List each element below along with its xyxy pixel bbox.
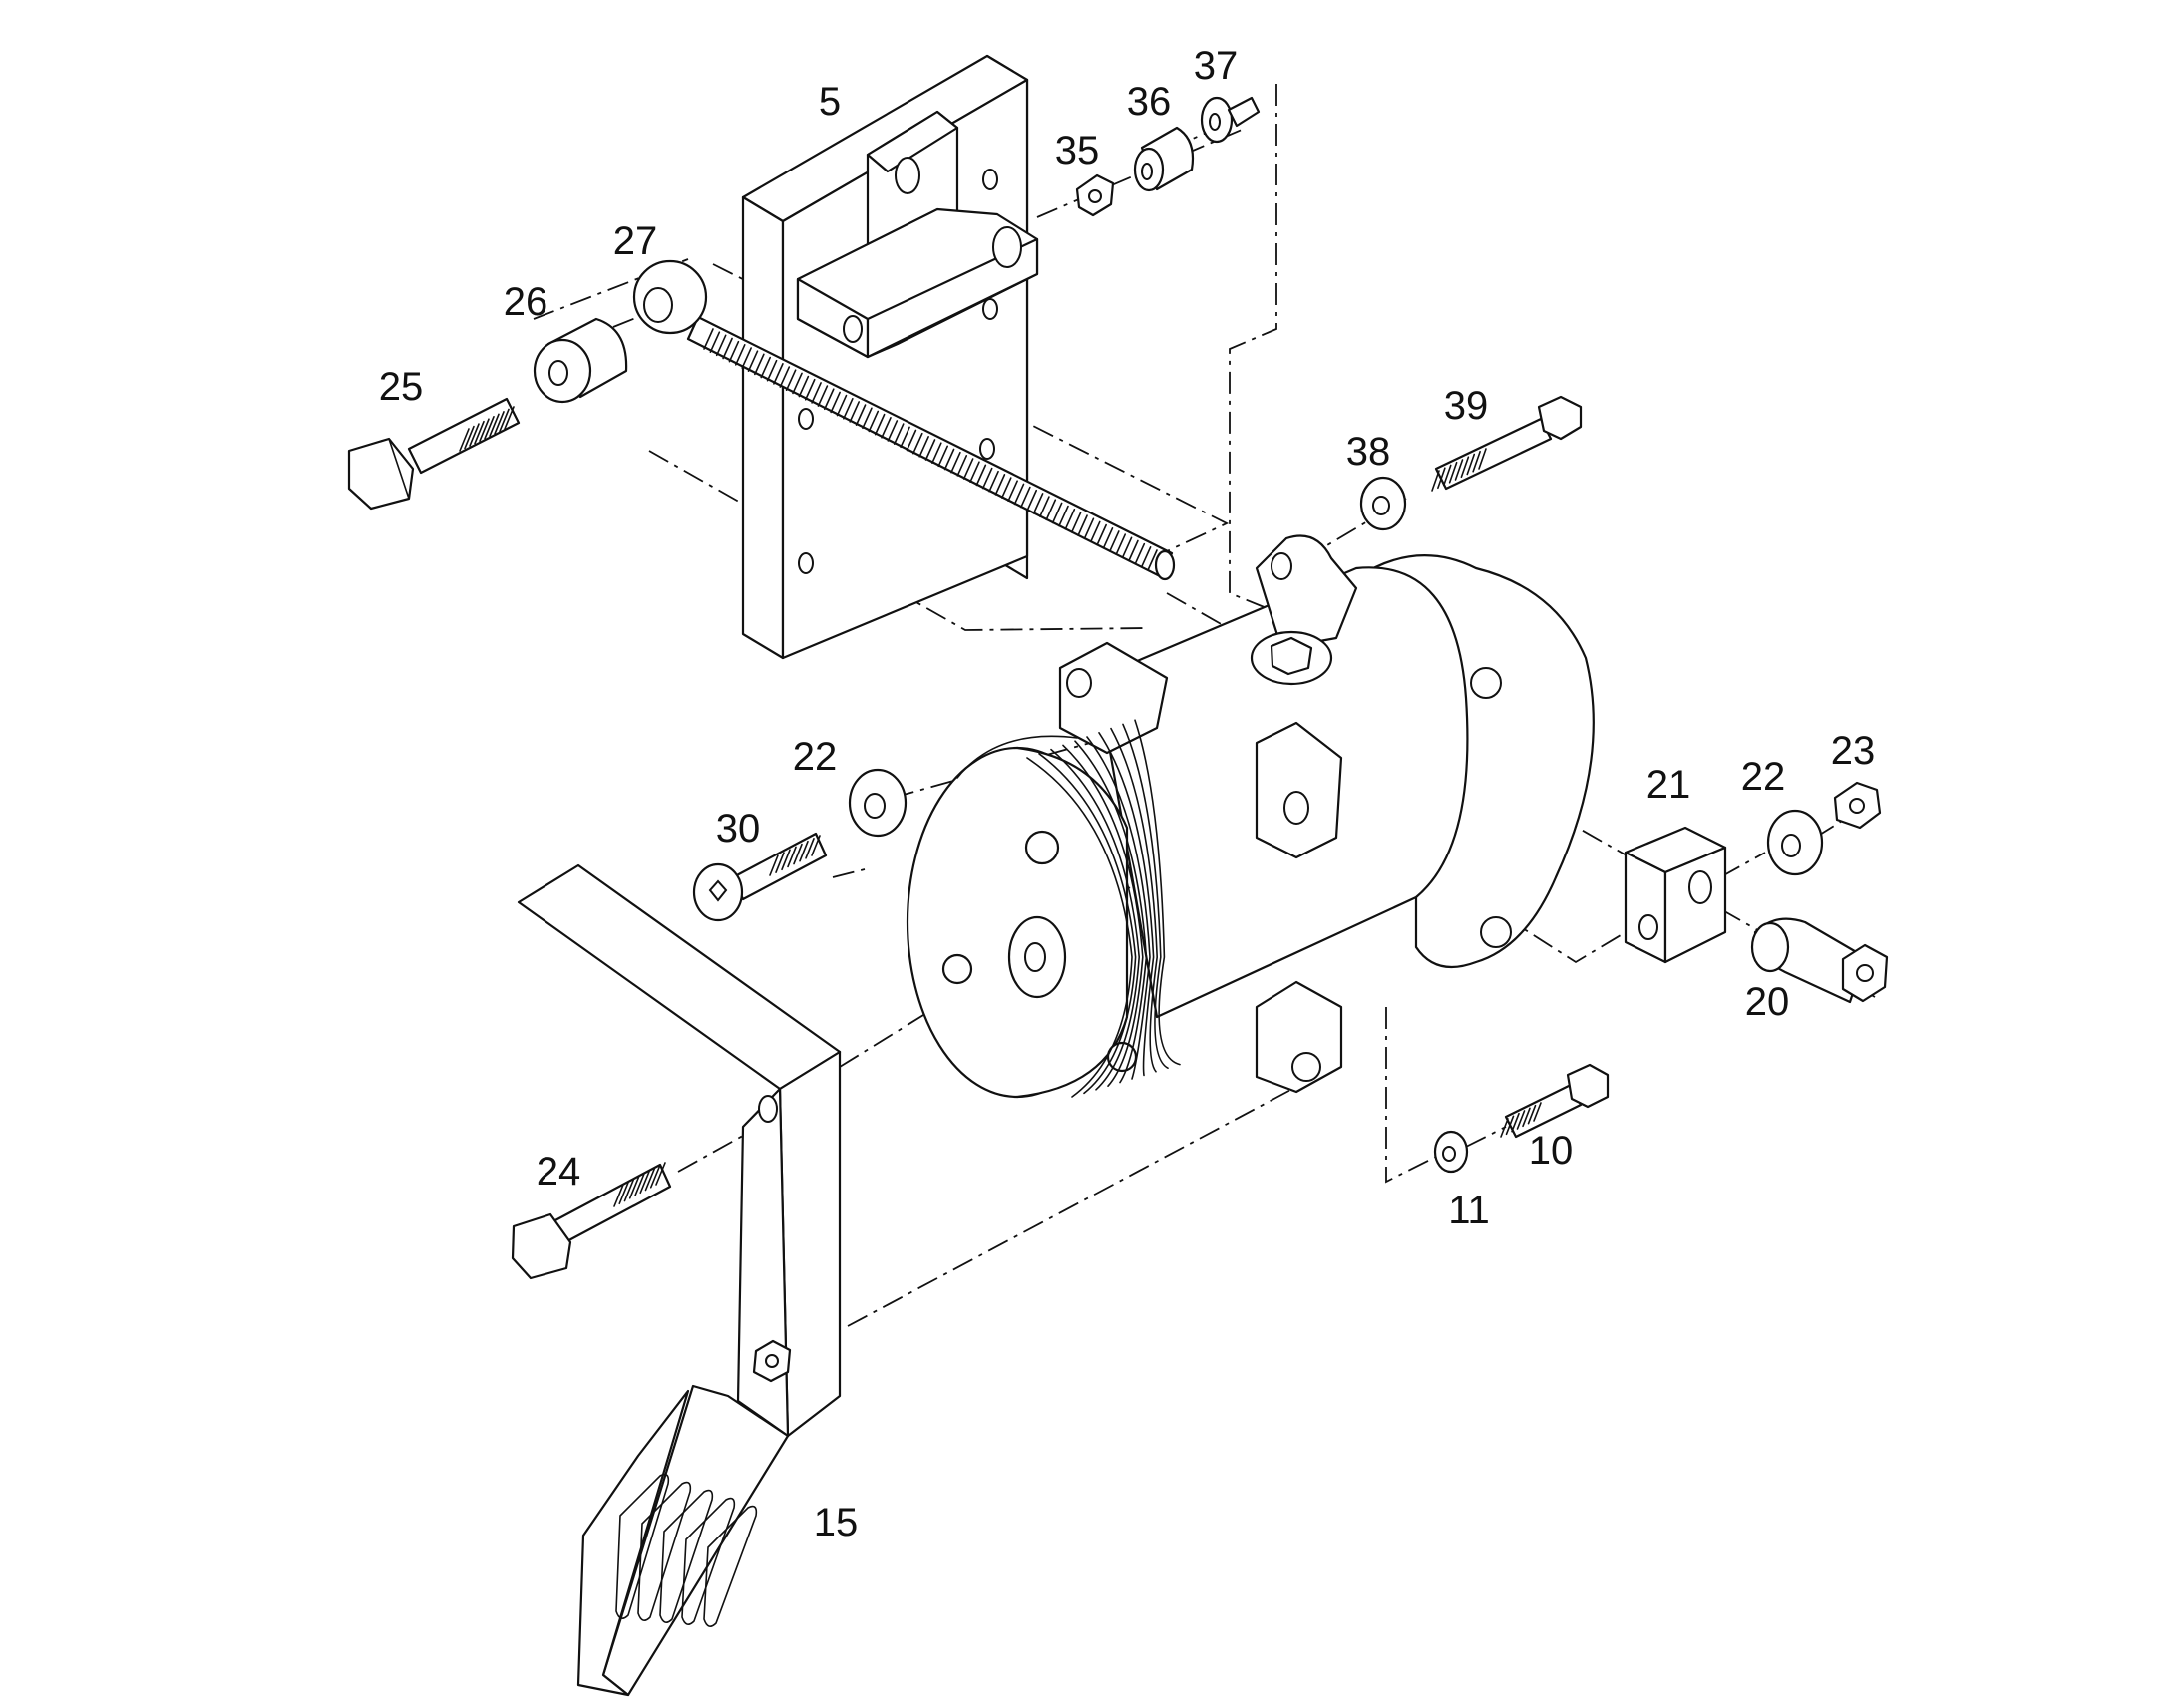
callout-25: 25 xyxy=(379,365,424,409)
hex-bolt-24 xyxy=(511,1162,672,1280)
washer-22-right xyxy=(1766,809,1824,876)
bolt-10 xyxy=(1500,1063,1610,1139)
nut-23 xyxy=(1833,781,1882,830)
callout-26: 26 xyxy=(504,280,548,324)
bushing-36 xyxy=(1133,126,1195,192)
callout-27: 27 xyxy=(613,219,658,263)
callout-37: 37 xyxy=(1194,44,1239,88)
callout-15: 15 xyxy=(814,1501,859,1544)
socket-screw-30 xyxy=(692,832,828,922)
guard-bracket xyxy=(517,863,842,1697)
compressor-body xyxy=(906,534,1595,1099)
washer-37 xyxy=(1200,96,1261,144)
callout-22-left: 22 xyxy=(793,735,838,779)
clamp-block-21 xyxy=(1624,826,1727,964)
callout-30: 30 xyxy=(716,807,761,851)
callout-21: 21 xyxy=(1646,763,1691,807)
callout-36: 36 xyxy=(1127,80,1172,124)
callout-38: 38 xyxy=(1346,430,1391,474)
tension-rod xyxy=(632,259,1176,581)
callout-5: 5 xyxy=(819,80,841,124)
nut-35 xyxy=(1075,173,1115,217)
mounting-plate xyxy=(741,54,1039,660)
bolt-39 xyxy=(1431,395,1583,492)
coupling-nut-20 xyxy=(1750,917,1889,1004)
callout-24: 24 xyxy=(537,1150,581,1194)
washer-22-left xyxy=(848,768,908,838)
callout-10: 10 xyxy=(1529,1129,1574,1173)
washer-11 xyxy=(1433,1130,1469,1174)
hex-bolt-25 xyxy=(347,397,521,511)
spacer-sleeve xyxy=(533,317,628,404)
callout-labels: 5 10 11 15 20 21 22 22 23 24 25 26 27 30… xyxy=(379,44,1876,1544)
callout-22-right: 22 xyxy=(1741,755,1786,799)
callout-39: 39 xyxy=(1444,384,1489,428)
callout-23: 23 xyxy=(1831,729,1876,773)
callout-11: 11 xyxy=(1448,1189,1490,1232)
callout-20: 20 xyxy=(1745,980,1790,1024)
washer-38 xyxy=(1359,476,1407,531)
callout-35: 35 xyxy=(1055,129,1100,172)
